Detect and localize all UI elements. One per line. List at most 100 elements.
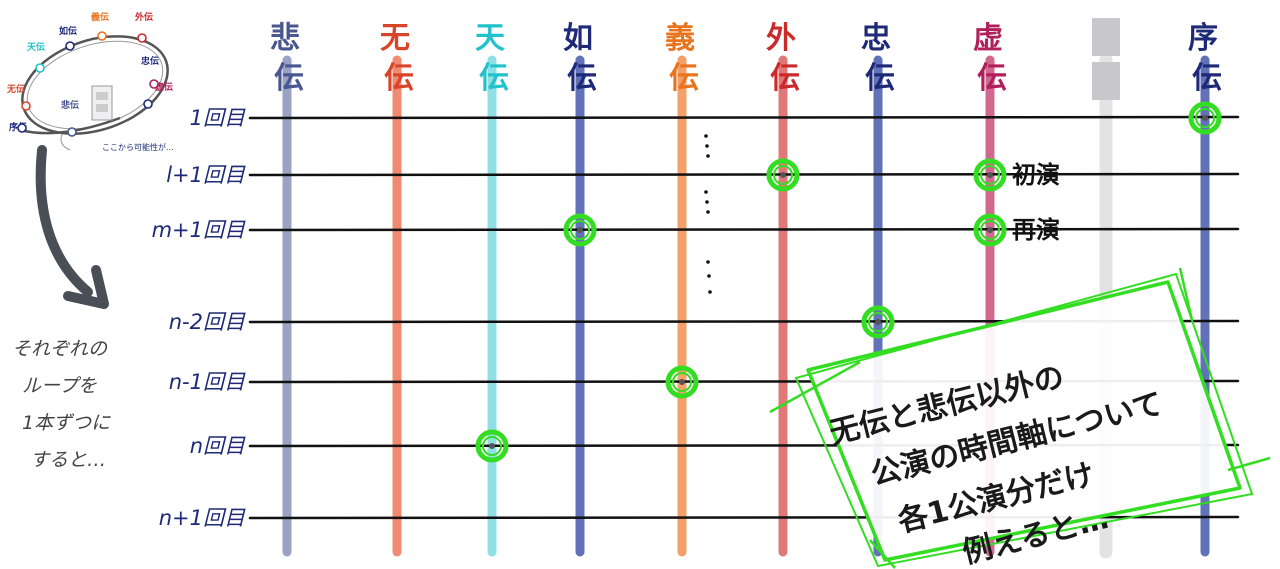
- row-label: 1回目: [190, 106, 246, 130]
- note-box-stroke-a: [769, 360, 861, 414]
- row-label: m+1回目: [152, 218, 246, 242]
- mark-label: 再演: [1012, 216, 1060, 244]
- ellipsis-dot: [706, 154, 710, 158]
- performance-mark: [563, 213, 597, 247]
- note-box-frame: [806, 280, 1242, 562]
- ellipsis-dot: [706, 210, 710, 214]
- mark-ring: [475, 429, 509, 463]
- arrow-head: [63, 265, 109, 309]
- note-box-stroke-d: [869, 539, 896, 569]
- mark-center: [987, 172, 993, 178]
- performance-mark: 初演: [973, 158, 1060, 192]
- column-title-top: 天: [475, 21, 505, 56]
- column-title-bottom: 伝: [567, 61, 597, 96]
- loop-node: [35, 63, 45, 73]
- column-title-top: 无: [380, 21, 410, 56]
- row-label: l+1回目: [166, 163, 246, 187]
- loop-blank-inner-2: [96, 104, 108, 112]
- ellipsis-dot: [707, 274, 711, 278]
- loop-label: 忠伝: [141, 55, 159, 67]
- mark-center: [577, 227, 583, 233]
- column-title-bottom: 伝: [977, 61, 1007, 96]
- mark-ring: [861, 305, 895, 339]
- column-title-top: 序: [1188, 21, 1218, 56]
- column-title-bottom: 伝: [479, 61, 509, 96]
- ellipsis-dot: [704, 134, 708, 138]
- loop-label: 虚伝: [155, 81, 173, 93]
- row-label: n-1回目: [169, 370, 246, 394]
- column-title-top: 忠: [861, 21, 891, 56]
- mark-ring: [973, 158, 1007, 192]
- mark-ring-inner: [773, 165, 793, 185]
- left-note-line: それぞれの: [12, 338, 108, 360]
- mark-ring: [1188, 101, 1222, 135]
- loop-label: 天伝: [27, 41, 45, 53]
- left-note-line: ループを: [22, 375, 97, 397]
- mark-center: [987, 227, 993, 233]
- performance-mark: [861, 305, 895, 339]
- ellipsis-dot: [705, 144, 709, 148]
- loop-blank-box: [91, 85, 113, 121]
- ellipsis-dot: [708, 290, 712, 294]
- loop-note-curve: [60, 133, 71, 151]
- loop-note: ここから可能性が...: [102, 142, 174, 152]
- mark-center: [780, 172, 786, 178]
- loop-node: [21, 101, 31, 111]
- mark-center: [1202, 115, 1208, 121]
- loop-mini-diagram: 无伝天伝如伝義伝外伝虚伝忠伝悲伝序伝 ここから可能性が...: [6, 11, 174, 152]
- ellipsis-dot: [705, 200, 709, 204]
- mark-ring-inner: [1195, 108, 1215, 128]
- mark-ring: [665, 365, 699, 399]
- blank-title-block: [1092, 18, 1120, 56]
- mark-ring-inner: [868, 312, 888, 332]
- loop-node: [137, 33, 147, 43]
- row-line: [248, 227, 1240, 232]
- column-title-bottom: 伝: [384, 61, 414, 96]
- ellipsis-dot: [706, 260, 710, 264]
- column-title-top: 如: [563, 21, 593, 56]
- mark-ring: [563, 213, 597, 247]
- mark-center: [679, 379, 685, 385]
- row-label: n-2回目: [169, 310, 246, 334]
- column-title-top: 外: [766, 21, 796, 56]
- note-box-stroke-c: [1227, 456, 1271, 472]
- note-box: 无伝と悲伝以外の公演の時間軸について各1公演分だけ例えると…: [769, 267, 1271, 569]
- mark-ring-inner: [980, 165, 1000, 185]
- ellipsis-dots: [704, 134, 712, 294]
- mark-label: 初演: [1012, 161, 1060, 189]
- loop-label: 義伝: [91, 11, 109, 23]
- column-title-top: 義: [665, 21, 695, 56]
- blank-title-block: [1092, 62, 1120, 100]
- column-title-bottom: 伝: [770, 61, 800, 96]
- note-box-stroke-b: [1178, 267, 1194, 321]
- column-title-bottom: 伝: [865, 61, 895, 96]
- mark-ring-inner: [570, 220, 590, 240]
- note-box-fill: [808, 282, 1240, 560]
- loop-node: [149, 79, 159, 89]
- column-title-top: 悲: [270, 21, 300, 56]
- performance-mark: [665, 365, 699, 399]
- performance-mark: [1188, 101, 1222, 135]
- column-title-top: 虚: [973, 21, 1003, 56]
- column-title-bottom: 伝: [274, 61, 304, 96]
- arrow-shaft: [35, 145, 93, 297]
- loop-label: 悲伝: [61, 99, 79, 111]
- loop-node: [143, 99, 153, 109]
- mark-center: [489, 443, 495, 449]
- column-title-bottom: 伝: [669, 61, 699, 96]
- mark-ring-inner: [980, 220, 1000, 240]
- loop-label: 无伝: [6, 83, 25, 95]
- mark-ring: [766, 158, 800, 192]
- row-label: n+1回目: [159, 506, 246, 530]
- performance-mark: [766, 158, 800, 192]
- left-note-line: すると…: [30, 449, 106, 471]
- left-note-line: 1本ずつに: [22, 412, 111, 434]
- column-title-bottom: 伝: [1192, 61, 1222, 96]
- loop-label: 如伝: [59, 25, 77, 37]
- loop-node: [65, 41, 75, 51]
